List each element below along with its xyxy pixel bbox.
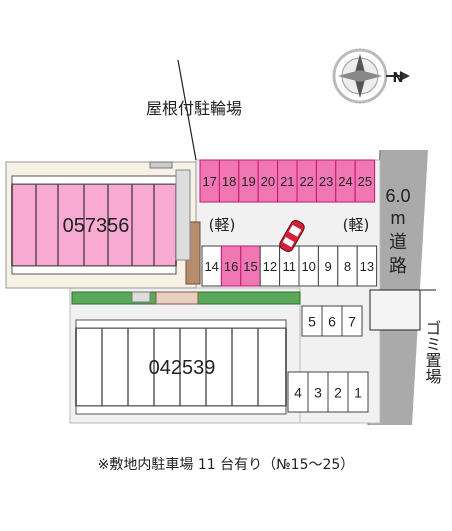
parking-space-number: 14: [204, 259, 218, 274]
road-char-2: 路: [389, 256, 407, 277]
parking-space-number: 2: [334, 384, 342, 400]
parking-space-number: 6: [328, 313, 336, 329]
parking-space-number: 5: [308, 313, 316, 329]
parking-space-number: 7: [348, 313, 356, 329]
parking-space-number: 15: [243, 259, 257, 274]
parking-space-7: [341, 305, 363, 337]
parking-space-number: 21: [280, 174, 294, 189]
parking-space-number: 23: [319, 174, 333, 189]
road: [368, 150, 428, 425]
parking-space-25: [354, 159, 376, 203]
parking-caption: ※敷地内駐車場 11 台有り（№15～25）: [97, 457, 355, 473]
compass-north-letter: N: [393, 71, 404, 86]
bike-label-leader: [177, 59, 197, 161]
garbage-label: ゴミ置場: [423, 320, 442, 385]
building-south-label: 042539: [149, 357, 216, 379]
building-north-label: 057356: [63, 215, 130, 237]
parking-space-number: 12: [263, 259, 277, 274]
parking-space-number: 8: [344, 259, 351, 274]
parking-space-number: 4: [294, 384, 302, 400]
bike-parking-label: 屋根付駐輪場: [146, 99, 242, 118]
parking-space-number: 25: [358, 174, 372, 189]
parking-space-number: 20: [261, 174, 275, 189]
parking-space-number: 1: [354, 384, 362, 400]
kei-label-left: (軽): [209, 216, 236, 234]
parking-space-number: 13: [360, 259, 374, 274]
garbage-area: [369, 289, 421, 331]
building-south: [75, 327, 287, 407]
parking-space-number: 11: [283, 259, 297, 274]
road-width: 6.0: [385, 186, 410, 206]
parking-space-number: 24: [338, 174, 352, 189]
parking-space-number: 10: [301, 259, 315, 274]
building-north: [11, 183, 177, 267]
parking-space-number: 22: [299, 174, 313, 189]
parking-space-number: 16: [224, 259, 238, 274]
road-char-1: 道: [389, 232, 407, 253]
parking-space-1: [347, 371, 369, 413]
parking-space-number: 3: [314, 384, 322, 400]
parking-space-number: 9: [324, 259, 331, 274]
kei-label-right: (軽): [343, 216, 370, 234]
parking-space-number: 18: [222, 174, 236, 189]
car-icon: [279, 219, 305, 253]
road-unit: m: [391, 208, 406, 228]
parking-space-number: 17: [202, 174, 216, 189]
compass-icon: [332, 48, 410, 104]
parking-space-number: 19: [241, 174, 255, 189]
parking-space-13: [356, 245, 378, 287]
